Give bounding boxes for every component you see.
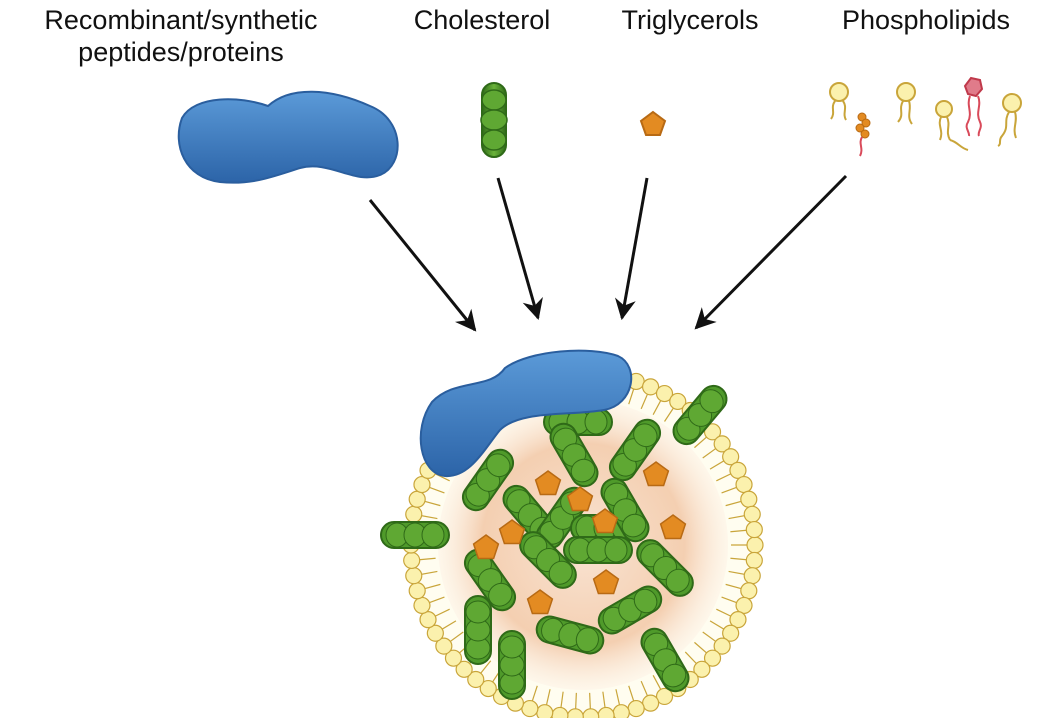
triglycerol-molecule: [591, 508, 619, 534]
cholesterol-molecule: [380, 521, 450, 549]
triglycerol-molecule: [472, 534, 500, 560]
cholesterol-molecule: [640, 627, 690, 693]
label-proteins-line2: peptides/proteins: [78, 37, 284, 67]
triglycerol-molecule: [526, 589, 554, 615]
cholesterol-molecule: [463, 548, 517, 612]
cholesterol-molecule: [597, 585, 663, 635]
particle-core-contents: [380, 384, 728, 700]
triglycerol-molecule: [659, 514, 687, 540]
arrows: [368, 174, 848, 332]
cholesterol-molecule: [498, 630, 526, 700]
cholesterol-molecule: [636, 539, 694, 597]
cholesterol-molecule: [600, 477, 650, 543]
cholesterol-molecule: [464, 595, 492, 665]
triglycerol-molecule: [592, 569, 620, 595]
triglycerol-molecule: [566, 486, 594, 512]
cholesterol-molecule: [535, 615, 605, 655]
cholesterol-molecule: [519, 531, 577, 589]
triglycerol-icon: [639, 110, 667, 136]
cholesterol-molecule: [672, 384, 728, 446]
cholesterol-icon: [480, 82, 508, 158]
label-cholesterol: Cholesterol: [413, 5, 551, 35]
label-phospholipids: Phospholipids: [841, 5, 1011, 35]
label-proteins: Recombinant/synthetic peptides/proteins: [0, 4, 362, 68]
cholesterol-molecule: [549, 422, 599, 488]
triglycerol-molecule: [642, 461, 670, 487]
label-triglycerols: Triglycerols: [621, 5, 759, 35]
triglycerol-molecule: [498, 519, 526, 545]
triglycerol-molecule: [534, 470, 562, 496]
arrow-phospholipid: [694, 174, 848, 330]
arrow-triglycerol: [614, 177, 649, 321]
lipoprotein-particle: [380, 349, 764, 718]
phospholipid-group-icon: [829, 76, 1022, 157]
cholesterol-molecule: [461, 448, 515, 512]
embedded-protein: [419, 349, 633, 478]
cholesterol-molecule: [608, 418, 662, 482]
arrow-protein: [368, 199, 477, 332]
protein-icon: [177, 90, 399, 184]
arrow-cholesterol: [496, 177, 543, 321]
cholesterol-molecule: [563, 536, 633, 564]
label-proteins-line1: Recombinant/synthetic: [44, 5, 318, 35]
